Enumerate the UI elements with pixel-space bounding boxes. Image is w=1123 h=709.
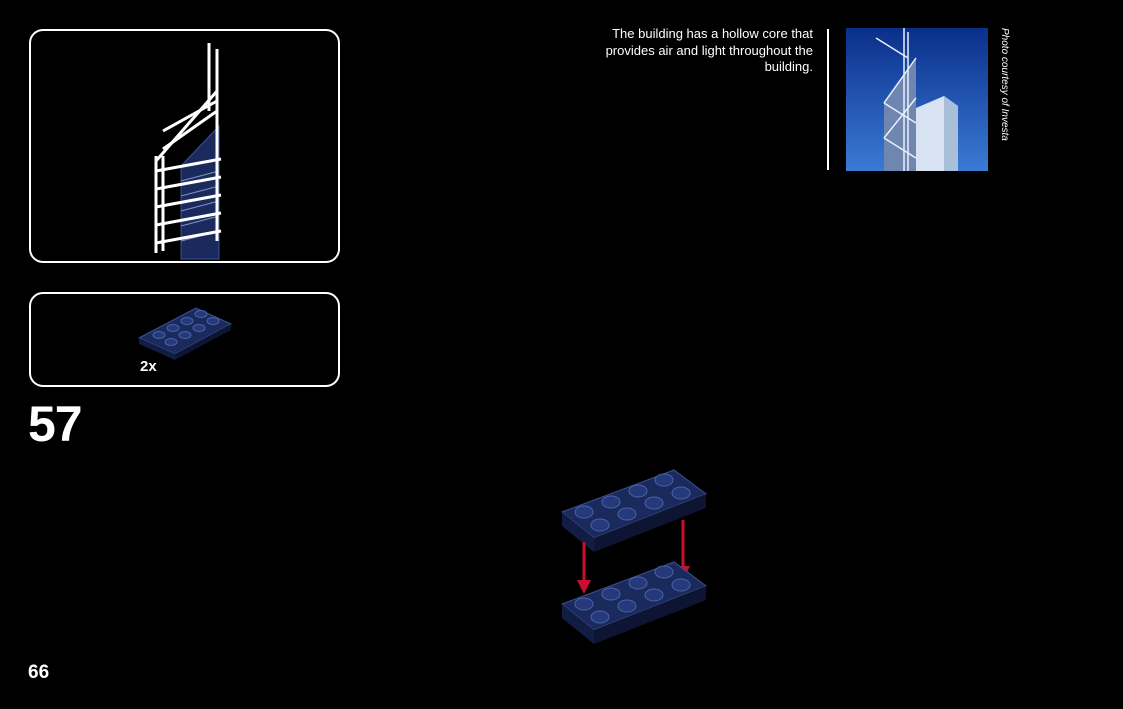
page-number: 66 (28, 662, 49, 684)
caption-divider (827, 29, 829, 170)
building-photo (846, 28, 988, 171)
parts-list-panel: 2x (29, 292, 340, 387)
step-number: 57 (28, 396, 82, 452)
caption-text: The building has a hollow core that prov… (560, 26, 813, 76)
part-quantity: 2x (140, 358, 157, 375)
assembly-illustration (556, 462, 716, 657)
tower-model-illustration (31, 31, 338, 261)
current-model-panel (29, 29, 340, 263)
photo-credit: Photo courtesy of Investa (999, 28, 1010, 141)
plate-2x4-icon (131, 302, 241, 362)
